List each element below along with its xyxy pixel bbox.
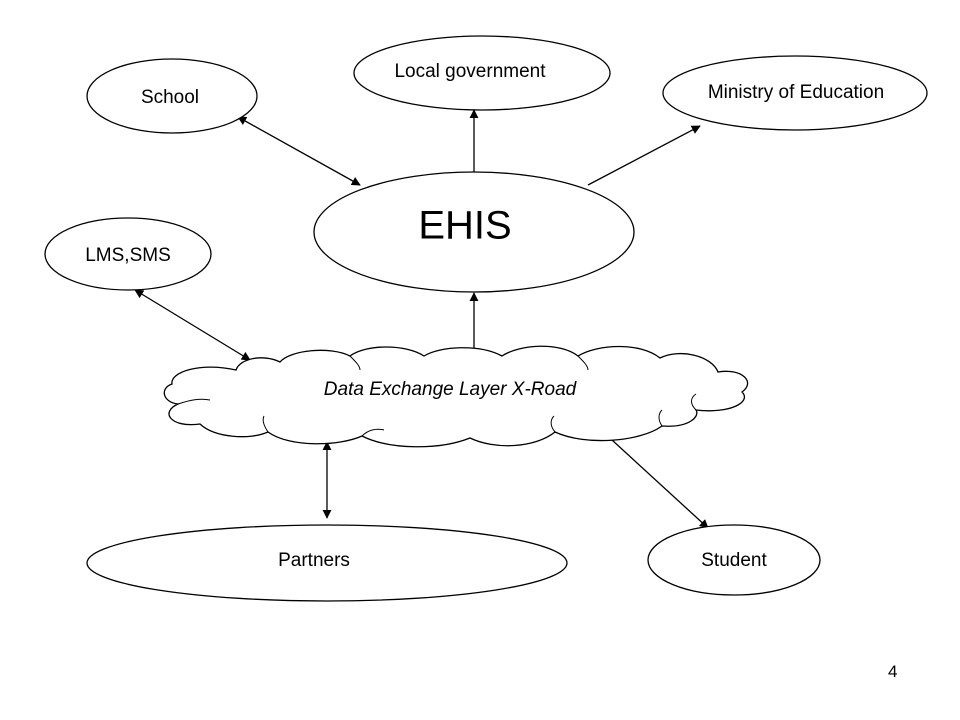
ehis-ministry-connector <box>587 125 701 186</box>
student-label: Student <box>701 550 767 571</box>
partners-label: Partners <box>278 550 350 571</box>
data-exchange-cloud <box>163 345 749 448</box>
lms-sms-cloud-connector <box>134 289 251 361</box>
school-label: School <box>141 87 199 108</box>
lms-sms-label: LMS,SMS <box>85 245 171 266</box>
ehis-label: EHIS <box>418 204 511 248</box>
student-node <box>647 524 821 596</box>
lms-sms-node <box>44 217 212 291</box>
page-number: 4 <box>888 662 898 681</box>
ehis-node <box>313 171 635 293</box>
partners-node <box>86 524 568 602</box>
ministry-node <box>662 55 928 131</box>
cloud-label: Data Exchange Layer X-Road <box>324 379 578 400</box>
school-ehis-connector <box>237 116 361 186</box>
ministry-label: Ministry of Education <box>708 82 884 103</box>
cloud-student-connector <box>611 439 709 529</box>
school-node <box>86 58 258 134</box>
local-government-node <box>353 35 611 111</box>
local-government-label: Local government <box>394 61 546 82</box>
